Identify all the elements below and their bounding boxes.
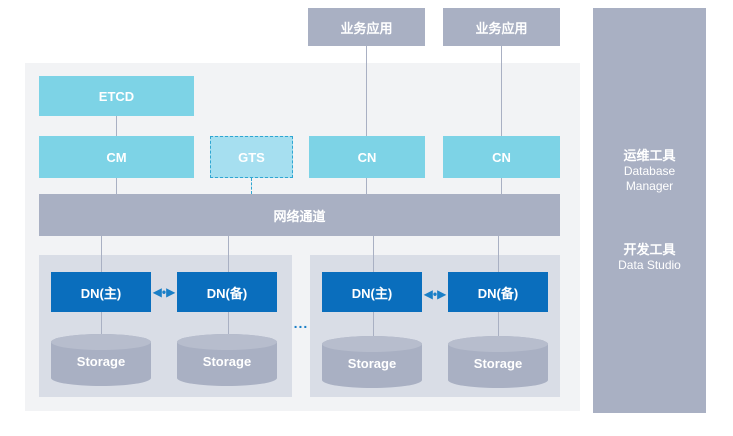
dn-standby-2: DN(备) [448, 272, 548, 312]
storage-cylinder-4: Storage [448, 336, 548, 388]
connector-dn2s-storage [498, 312, 499, 336]
connector-app2-cn2 [501, 46, 502, 136]
storage-label-4: Storage [474, 356, 522, 371]
ellipsis-dots: ... [293, 315, 309, 331]
dev-tools-title: 开发工具 [623, 242, 676, 257]
network-channel-bar: 网络通道 [39, 194, 560, 236]
cm-box: CM [39, 136, 194, 178]
cn-box-1: CN [309, 136, 425, 178]
ops-tools-sub-1: Database [623, 164, 676, 178]
connector-cn1-network [366, 178, 367, 194]
ops-tools-title: 运维工具 [623, 148, 676, 163]
connector-cm-network [116, 178, 117, 194]
tools-panel: 运维工具 Database Manager 开发工具 Data Studio [593, 8, 706, 413]
storage-cylinder-3: Storage [322, 336, 422, 388]
business-app-2: 业务应用 [443, 8, 560, 46]
connector-dn2p-storage [373, 312, 374, 336]
sync-arrow-1: ◀•▶ [152, 285, 176, 299]
connector-network-dn1-primary [101, 236, 102, 272]
dn-primary-1: DN(主) [51, 272, 151, 312]
connector-app1-cn1 [366, 46, 367, 136]
storage-label-1: Storage [77, 354, 125, 369]
cn-box-2: CN [443, 136, 560, 178]
connector-dn1s-storage [228, 312, 229, 336]
dn-standby-1: DN(备) [177, 272, 277, 312]
gts-box: GTS [210, 136, 293, 178]
connector-network-dn2-primary [373, 236, 374, 272]
connector-network-dn2-standby [498, 236, 499, 272]
sync-arrow-2: ◀•▶ [423, 287, 447, 301]
connector-network-dn1-standby [228, 236, 229, 272]
storage-label-3: Storage [348, 356, 396, 371]
storage-cylinder-2: Storage [177, 334, 277, 386]
dev-tools-sub: Data Studio [618, 258, 681, 272]
dn-primary-2: DN(主) [322, 272, 422, 312]
business-app-1: 业务应用 [308, 8, 425, 46]
ops-tools-sub-2: Manager [625, 179, 674, 193]
storage-label-2: Storage [203, 354, 251, 369]
connector-dn1p-storage [101, 312, 102, 336]
connector-gts-network [251, 178, 252, 194]
etcd-box: ETCD [39, 76, 194, 116]
storage-cylinder-1: Storage [51, 334, 151, 386]
connector-etcd-cm [116, 116, 117, 136]
connector-cn2-network [501, 178, 502, 194]
